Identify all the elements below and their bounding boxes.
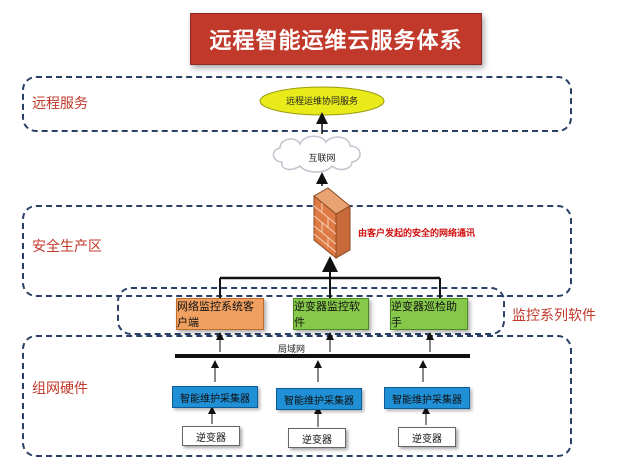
firewall-icon xyxy=(313,187,351,260)
safe-production-label: 安全生产区 xyxy=(32,239,102,255)
remote-platform-label: 远程运维协同服务 xyxy=(285,97,358,107)
lan-label: 局域网 xyxy=(278,345,306,355)
smart-collector-3: 智能维护采集器 xyxy=(384,387,470,409)
remote-service-label: 远程服务 xyxy=(32,96,88,112)
internet-cloud-icon xyxy=(272,135,361,173)
inverter-1: 逆变器 xyxy=(182,426,240,446)
inverter-monitor-software-box: 逆变器监控软件 xyxy=(293,298,369,330)
remote-service-zone xyxy=(22,76,572,132)
inverter-inspection-assistant-box: 逆变器巡检助手 xyxy=(390,298,468,330)
internet-label: 互联网 xyxy=(308,154,336,164)
monitoring-software-label: 监控系列软件 xyxy=(512,308,596,324)
network-monitor-client-box: 网络监控系统客户端 xyxy=(176,298,264,330)
diagram-title: 远程智能运维云服务体系 xyxy=(190,13,482,65)
software-label: 逆变器巡检助手 xyxy=(391,300,457,329)
network-hardware-label: 组网硬件 xyxy=(32,381,88,397)
inverter-3: 逆变器 xyxy=(398,427,456,447)
software-label: 逆变器监控软件 xyxy=(294,300,360,329)
inverter-2: 逆变器 xyxy=(288,428,346,448)
safe-production-zone xyxy=(22,205,572,297)
software-label: 网络监控系统客户端 xyxy=(177,300,254,329)
smart-collector-1: 智能维护采集器 xyxy=(172,386,258,408)
smart-collector-2: 智能维护采集器 xyxy=(276,388,362,410)
monitoring-software-zone xyxy=(117,287,505,335)
network-hardware-zone xyxy=(22,335,572,457)
firewall-note: 由客户发起的安全的网络通讯 xyxy=(358,229,476,239)
